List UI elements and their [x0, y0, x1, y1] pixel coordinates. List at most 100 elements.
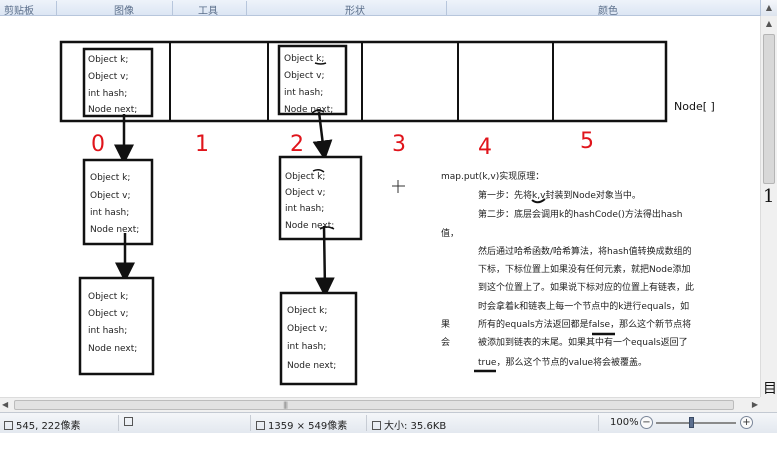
ribbon-divider	[56, 1, 57, 15]
note-line: true，那么这个节点的value将会被覆盖。	[478, 356, 647, 368]
handwritten-underline	[319, 226, 335, 230]
cursor-icon	[4, 421, 13, 430]
node-field-value: Object v;	[88, 72, 129, 82]
note-line-left: 果	[441, 319, 450, 330]
selection-icon	[124, 417, 136, 428]
ribbon-group-labels: 剪贴板 图像 工具 形状 颜色 ▲	[0, 0, 777, 17]
node-field-key: Object k;	[88, 55, 128, 65]
ribbon-group-tools[interactable]: 工具	[198, 6, 218, 17]
node-field-key: Object k;	[285, 172, 325, 182]
crosshair-cursor-icon	[392, 180, 405, 193]
array-index: 4	[478, 135, 492, 160]
ribbon-divider	[172, 1, 173, 15]
node-field-value: Object v;	[285, 188, 326, 198]
note-line: 第二步：底层会调用k的hashCode()方法得出hash	[478, 208, 683, 220]
handwritten-underline	[531, 198, 546, 204]
scrollbar-corner	[760, 397, 777, 412]
node-field-value: Object v;	[284, 71, 325, 81]
drawing-canvas[interactable]: Node[ ] Object k; Object v; int hash; No…	[0, 16, 760, 397]
node-field-next: Node next;	[88, 344, 137, 354]
grip-icon: |||	[283, 401, 288, 409]
node-box: Object k; Object v; int hash; Node next;	[82, 47, 154, 118]
node-field-hash: int hash;	[284, 88, 323, 98]
node-array-frame	[59, 40, 668, 123]
scroll-up-icon[interactable]: ▲	[765, 19, 773, 28]
zoom-slider-thumb[interactable]	[689, 417, 694, 428]
array-index: 3	[392, 132, 406, 157]
cursor-position: 545, 222像素	[4, 417, 81, 432]
node-field-hash: int hash;	[285, 204, 324, 214]
array-index: 0	[91, 132, 105, 157]
zoom-out-button[interactable]: −	[640, 416, 653, 429]
zoom-level: 100%	[610, 417, 639, 428]
window-bottom-edge	[0, 433, 777, 455]
array-index: 2	[290, 132, 304, 157]
image-size: 1359 × 549像素	[256, 417, 347, 432]
note-line: 然后通过哈希函数/哈希算法，将hash值转换成数组的	[478, 245, 692, 257]
zoom-slider[interactable]	[656, 422, 736, 424]
file-size: 大小: 35.6KB	[372, 417, 446, 432]
note-line: 时会拿着k和链表上每一个节点中的k进行equals，如	[478, 300, 689, 312]
note-line: 被添加到链表的末尾。如果其中有一个equals返回了	[478, 336, 688, 348]
node-field-next: Node next;	[88, 105, 137, 115]
note-line-left: 会	[441, 336, 450, 348]
node-field-hash: int hash;	[287, 342, 326, 352]
vertical-scrollbar[interactable]: ▲ 1 目(	[760, 16, 777, 414]
node-field-key: Object k;	[88, 292, 128, 302]
node-field-key: Object k;	[284, 54, 324, 64]
horizontal-scrollbar[interactable]: ◀ ||| ▶	[0, 397, 760, 412]
handwritten-underline	[314, 62, 327, 65]
status-divider	[250, 415, 251, 431]
handwritten-underline	[311, 109, 325, 114]
node-box: Object k; Object v; int hash; Node next;	[82, 158, 154, 246]
status-divider	[118, 415, 119, 431]
node-box: Object k; Object v; int hash; Node next;	[277, 44, 348, 116]
node-field-hash: int hash;	[90, 208, 129, 218]
ribbon-group-shapes[interactable]: 形状	[345, 6, 365, 17]
status-divider	[366, 415, 367, 431]
ribbon-divider	[446, 1, 447, 15]
node-field-value: Object v;	[287, 324, 328, 334]
ribbon-group-image[interactable]: 图像	[114, 6, 134, 17]
note-line: 所有的equals方法返回都是false，那么这个新节点将	[478, 318, 691, 330]
image-size-icon	[256, 421, 265, 430]
node-field-next: Node next;	[284, 105, 333, 115]
zoom-in-button[interactable]: +	[740, 416, 753, 429]
node-box: Object k; Object v; int hash; Node next;	[279, 291, 358, 386]
ribbon-group-colors[interactable]: 颜色	[598, 6, 618, 17]
status-bar: 545, 222像素 1359 × 549像素 大小: 35.6KB 100% …	[0, 412, 777, 433]
up-arrow-icon[interactable]: ▲	[760, 0, 777, 16]
status-divider	[598, 415, 599, 431]
node-field-hash: int hash;	[88, 326, 127, 336]
node-field-next: Node next;	[287, 361, 336, 371]
note-line-left: 值，	[441, 227, 459, 239]
handwritten-underline	[312, 168, 325, 173]
note-line: 第一步：先将k,v封装到Node对象当中。	[478, 189, 641, 201]
array-index: 5	[580, 129, 594, 154]
node-field-value: Object v;	[90, 191, 131, 201]
note-title: map.put(k,v)实现原理：	[441, 170, 544, 182]
scroll-left-icon[interactable]: ◀	[2, 400, 9, 409]
node-field-key: Object k;	[90, 173, 130, 183]
node-field-next: Node next;	[90, 225, 139, 235]
array-label: Node[ ]	[674, 100, 715, 113]
ribbon-group-clipboard[interactable]: 剪贴板	[4, 6, 34, 17]
scrollbar-thumb[interactable]	[763, 34, 775, 184]
node-field-value: Object v;	[88, 309, 129, 319]
next-pointer-arrow	[314, 225, 335, 298]
note-line: 到这个位置上了。如果说下标对应的位置上有链表，此	[478, 281, 694, 293]
scrollbar-thumb[interactable]: |||	[14, 400, 734, 410]
node-box: Object k; Object v; int hash; Node next;	[78, 276, 155, 376]
hashmap-diagram: Node[ ] Object k; Object v; int hash; No…	[59, 40, 715, 386]
disk-icon	[372, 421, 381, 430]
scroll-right-icon[interactable]: ▶	[751, 400, 758, 409]
array-index: 1	[195, 132, 209, 157]
node-field-next: Node next;	[285, 221, 334, 231]
note-line: 下标，下标位置上如果没有任何元素，就把Node添加	[478, 263, 691, 275]
next-pointer-arrow	[312, 111, 333, 161]
edge-glyph: 1	[763, 186, 775, 207]
node-field-key: Object k;	[287, 306, 327, 316]
node-box: Object k; Object v; int hash; Node next;	[278, 155, 363, 241]
node-field-hash: int hash;	[88, 89, 127, 99]
